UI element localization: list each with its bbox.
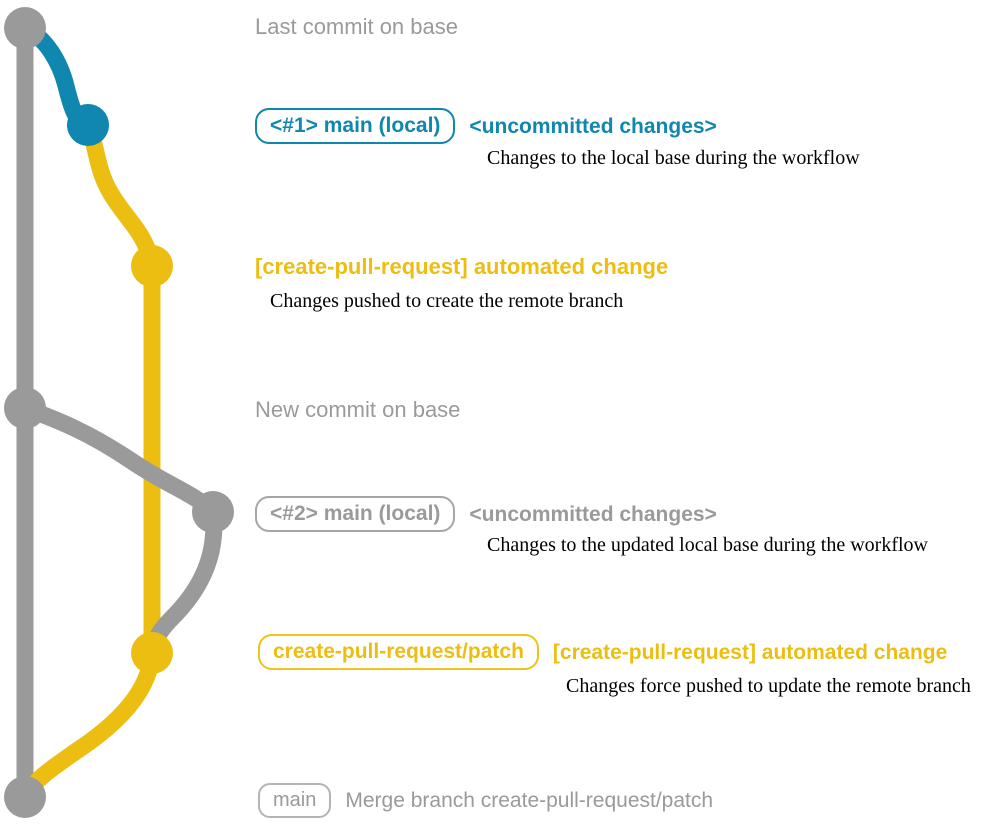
ref-pill-main-local-1[interactable]: <#1> main (local) — [255, 108, 456, 144]
commit-subject-automated-2: [create-pull-request] automated change — [552, 640, 948, 664]
commit-node-automated-commit-2[interactable] — [131, 632, 173, 674]
commit-node-local-commit-2[interactable] — [192, 491, 234, 533]
commit-node-local-commit-1[interactable] — [67, 104, 109, 146]
headline-automated-commit-1: [create-pull-request] automated change — [255, 254, 669, 279]
commit-node-new-commit-on-base[interactable] — [4, 387, 46, 429]
commit-node-automated-commit-1[interactable] — [131, 245, 173, 287]
commit-subject-local-2: <uncommitted changes> — [469, 502, 717, 526]
description-automated-commit-1: Changes pushed to create the remote bran… — [270, 290, 624, 312]
ref-pill-create-pull-request-patch[interactable]: create-pull-request/patch — [258, 634, 539, 670]
patch-branch-merge-line — [16, 644, 161, 806]
description-local-commit-2: Changes to the updated local base during… — [487, 534, 928, 556]
ref-pill-main-local-2[interactable]: <#2> main (local) — [255, 496, 456, 532]
headline-new-commit-on-base: New commit on base — [255, 397, 461, 422]
row-merge-commit: main Merge branch create-pull-request/pa… — [258, 783, 713, 818]
ref-pill-main[interactable]: main — [258, 783, 332, 818]
commit-subject-merge: Merge branch create-pull-request/patch — [345, 789, 714, 812]
commit-node-last-commit-on-base[interactable] — [4, 7, 46, 49]
headline-last-commit-on-base: Last commit on base — [255, 14, 458, 39]
commit-node-merge-commit[interactable] — [4, 776, 46, 818]
description-local-commit-1: Changes to the local base during the wor… — [487, 147, 860, 169]
row-local-commit-1: <#1> main (local) <uncommitted changes> — [255, 108, 717, 144]
row-local-commit-2: <#2> main (local) <uncommitted changes> — [255, 496, 717, 532]
local-branch-line-2 — [16, 399, 222, 521]
patch-branch-line-1 — [79, 116, 161, 662]
row-automated-commit-2: create-pull-request/patch [create-pull-r… — [258, 634, 947, 670]
description-automated-commit-2: Changes force pushed to update the remot… — [566, 675, 971, 697]
local-to-patch-line-2 — [143, 503, 223, 662]
commit-subject-local-1: <uncommitted changes> — [469, 114, 717, 138]
